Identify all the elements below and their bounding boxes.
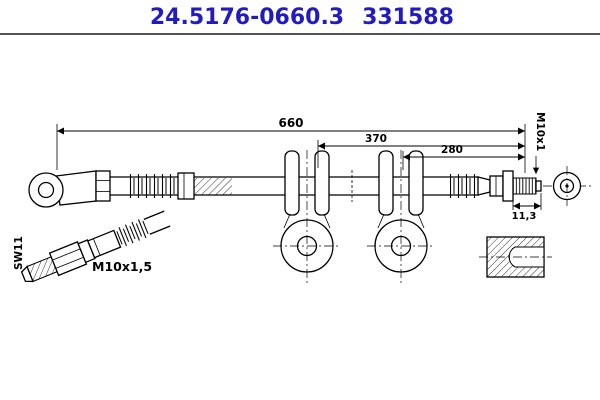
dimension-lines: 660 370 280 M10x1 11,3 xyxy=(56,112,546,222)
overall-length-label: 660 xyxy=(278,116,303,130)
thread-left-label: M10x1,5 xyxy=(92,259,152,274)
reference-number: 331588 xyxy=(362,5,454,30)
part-number: 24.5176-0660.3 xyxy=(150,5,344,30)
thread-right-label: M10x1 xyxy=(534,112,546,151)
grommet-1 xyxy=(273,150,341,283)
end-view-right xyxy=(552,166,582,206)
header: 24.5176-0660.3 331588 xyxy=(0,5,600,35)
hose-body xyxy=(108,170,479,202)
banjo-fitting-left xyxy=(28,170,111,208)
intermediate-length-label: 370 xyxy=(365,133,387,145)
left-end-fitting: SW11 M10x1,5 xyxy=(13,210,171,283)
thread-length-label: 11,3 xyxy=(512,211,537,222)
wrench-size-label: SW11 xyxy=(13,236,25,270)
cross-section-view xyxy=(479,236,552,278)
end-fitting-right xyxy=(477,170,592,202)
end-length-label: 280 xyxy=(441,144,463,156)
grommet-2 xyxy=(367,150,435,283)
